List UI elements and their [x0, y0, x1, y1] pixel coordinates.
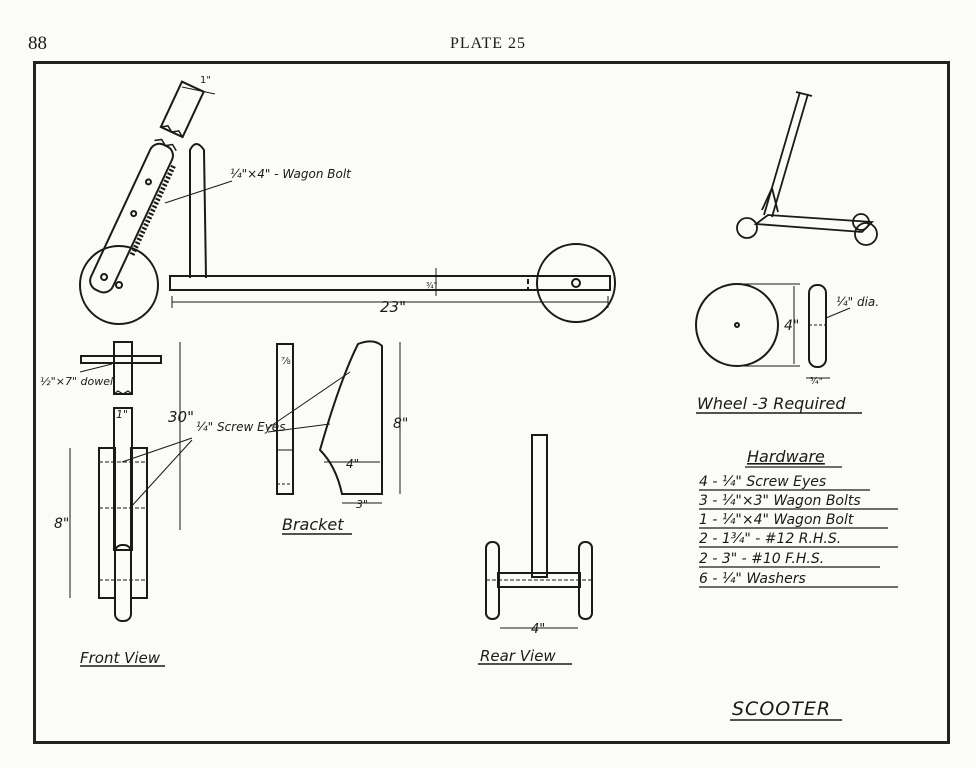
dim-4-wheel-label: 4": [784, 318, 799, 334]
side-view: 23" ¾" ¼"×4" - Wagon Bolt 1": [79, 75, 616, 325]
bracket-rear: [531, 434, 548, 578]
front-wheel-front: [114, 544, 132, 622]
hardware-heading: Hardware: [747, 447, 825, 466]
dim-7-8-label: ⅞: [281, 356, 291, 367]
wheel-face: [695, 283, 779, 367]
dim-8-front-label: 8": [54, 516, 69, 532]
dim-4-bracket-label: 4": [346, 457, 359, 471]
caption-rear: Rear View: [480, 647, 556, 665]
hardware-item: 3 - ¼"×3" Wagon Bolts: [699, 493, 861, 509]
dim-30-label: 30": [168, 408, 194, 426]
dim-1-top-label: 1": [200, 75, 211, 86]
bracket-profile: [318, 340, 383, 495]
rear-wheel-side: [536, 243, 616, 323]
bracket-edge: [276, 343, 294, 495]
dim-3-bracket-label: 3": [356, 498, 368, 511]
dim-23-label: 23": [380, 298, 406, 316]
dim-1-label: 1": [116, 408, 128, 421]
hardware-list: Hardware 4 - ¼" Screw Eyes 3 - ¼"×3" Wag…: [699, 447, 898, 588]
hardware-item: 2 - 1¾" - #12 R.H.S.: [699, 531, 841, 547]
bracket-view: ⅞ 8" 4" 3" Bracket: [276, 340, 408, 535]
wheel-edge: [808, 284, 827, 368]
drawing-frame: [33, 61, 950, 744]
screw-eyes-label: ¼" Screw Eyes: [196, 420, 285, 434]
caption-bracket: Bracket: [282, 515, 344, 534]
caption-wheel: Wheel -3 Required: [697, 394, 846, 413]
hardware-item: 6 - ¼" Washers: [699, 571, 806, 587]
dim-3-4-label: ¾": [426, 281, 437, 290]
plate-title: PLATE 25: [450, 35, 526, 52]
hardware-item: 4 - ¼" Screw Eyes: [699, 474, 826, 490]
front-view: 8" 30" 1" ½"×7" dowel Front View: [40, 341, 194, 667]
footboard-side: [169, 275, 611, 291]
hardware-item: 1 - ¼"×4" Wagon Bolt: [699, 512, 854, 528]
steering-post-side: [89, 80, 206, 294]
rear-view: 4" Rear View: [478, 434, 593, 665]
wheel-detail: 4" ¼" dia. ¾" Wheel -3 Required: [695, 283, 879, 414]
wheel-thick-label: ¾": [810, 377, 823, 387]
page-number: 88: [28, 33, 47, 54]
dim-8-bracket-label: 8": [393, 416, 408, 432]
scooter-sketch: [736, 91, 878, 246]
dim-4-rear-label: 4": [531, 622, 545, 637]
steering-post-front: [113, 407, 133, 551]
wagon-bolt-label: ¼"×4" - Wagon Bolt: [230, 167, 352, 181]
front-wheel-side: [79, 245, 159, 325]
wheel-dia-label: ¼" dia.: [836, 295, 879, 309]
bracket-side: [189, 143, 207, 279]
caption-front: Front View: [80, 649, 161, 667]
dowel-label: ½"×7" dowel: [40, 375, 113, 388]
drawing-title: SCOOTER: [732, 698, 831, 720]
dowel-handle: [80, 355, 162, 364]
hardware-item: 2 - 3" - #10 F.H.S.: [699, 551, 824, 567]
